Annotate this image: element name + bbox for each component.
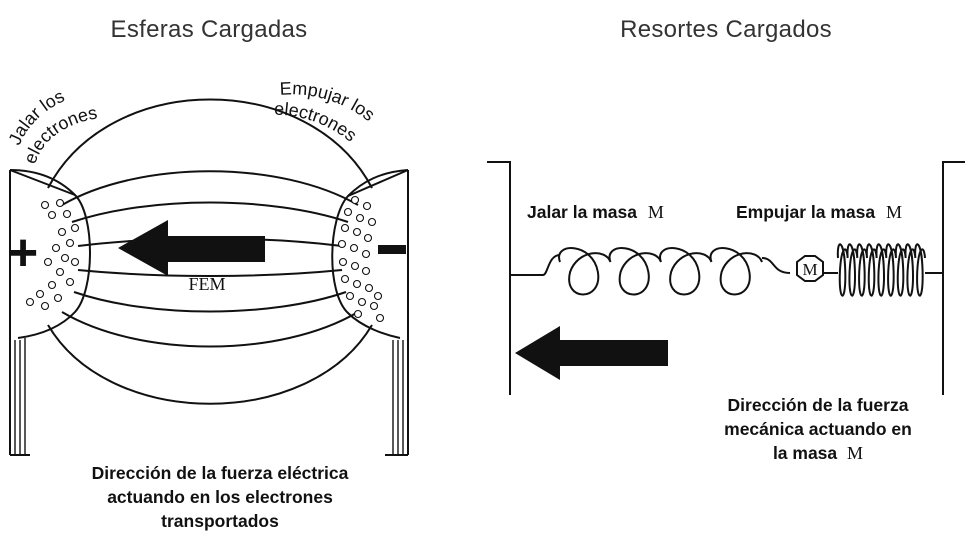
right-caption-line-2: mecánica actuando en (724, 419, 912, 439)
right-sphere (331, 169, 409, 456)
push-mass-label: Empujar la masa M (736, 202, 902, 222)
left-caption-line-1: Dirección de la fuerza eléctrica (92, 463, 349, 483)
mechanical-force-arrow (515, 326, 668, 380)
emf-label: FEM (188, 274, 225, 294)
push-mass-text: Empujar la masa (736, 202, 875, 222)
right-caption-mass-symbol: M (847, 443, 863, 463)
right-caption-line-3: la masa M (773, 443, 863, 463)
right-caption: Dirección de la fuerza mecánica actuando… (724, 395, 912, 463)
left-title: Esferas Cargadas (111, 16, 308, 43)
right-panel: Resortes Cargados Jalar la masa M Empuja… (487, 16, 965, 463)
right-wall (942, 161, 965, 395)
mass-block: M (796, 255, 824, 282)
left-wall (487, 161, 511, 395)
left-caption: Dirección de la fuerza eléctrica actuand… (92, 463, 349, 531)
left-caption-line-3: transportados (161, 511, 279, 531)
mass-symbol: M (802, 260, 817, 279)
push-mass-symbol: M (886, 202, 902, 222)
right-title: Resortes Cargados (620, 16, 832, 43)
left-charges (25, 198, 80, 311)
left-panel: Esferas Cargadas Jalar los electrones Em… (5, 16, 409, 531)
left-caption-line-2: actuando en los electrones (107, 487, 333, 507)
pull-mass-symbol: M (648, 202, 664, 222)
negative-sign-bar (378, 245, 406, 254)
emf-arrow (118, 220, 265, 276)
compressed-spring (823, 243, 943, 297)
right-caption-line-3-text: la masa (773, 443, 837, 463)
positive-sign: + (8, 224, 38, 282)
right-caption-line-1: Dirección de la fuerza (728, 395, 909, 415)
pull-mass-label: Jalar la masa M (527, 202, 664, 222)
stretched-spring (510, 247, 791, 296)
pull-mass-text: Jalar la masa (527, 202, 637, 222)
right-charges (337, 195, 385, 323)
left-sphere (9, 169, 91, 456)
